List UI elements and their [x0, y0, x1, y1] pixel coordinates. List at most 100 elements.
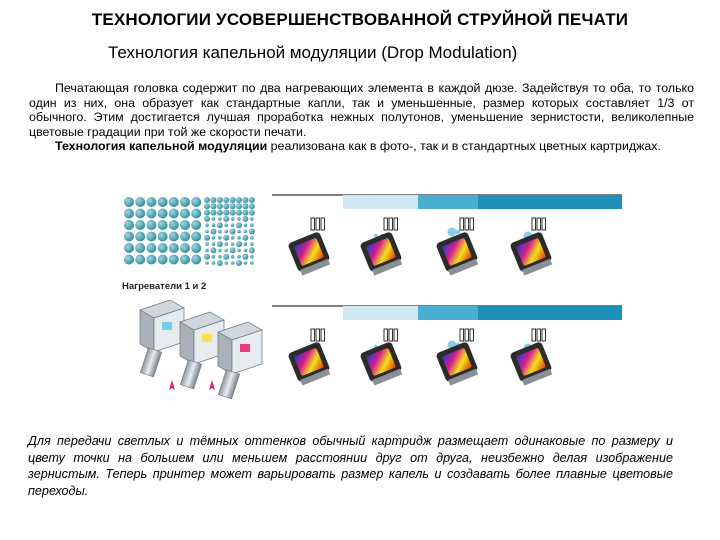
dot — [180, 220, 190, 230]
dot — [211, 242, 216, 246]
dot — [135, 254, 146, 265]
dot — [237, 229, 241, 234]
cartridge — [360, 232, 403, 276]
dot — [242, 215, 249, 222]
nozzle-glyph — [315, 217, 320, 231]
nozzle-glyph — [536, 328, 541, 342]
dot — [218, 229, 222, 234]
dot — [210, 209, 217, 216]
nozzle-glyph — [315, 328, 320, 342]
dot — [243, 242, 248, 246]
dot — [124, 254, 134, 265]
dot — [236, 241, 242, 248]
dot — [223, 209, 230, 216]
dot — [223, 234, 230, 241]
dot — [180, 208, 190, 219]
dot — [180, 243, 190, 253]
dot — [237, 236, 241, 240]
dot — [242, 209, 249, 216]
nozzle-glyph — [383, 328, 388, 342]
nozzle-glyph — [464, 328, 469, 342]
nozzle-glyph — [388, 328, 393, 342]
band-mid — [418, 195, 478, 209]
dot — [210, 228, 217, 235]
arrow-mark — [209, 380, 215, 390]
nozzle-glyph — [541, 328, 546, 342]
dot — [223, 253, 230, 260]
dot — [250, 217, 254, 221]
dot — [210, 203, 217, 210]
dot — [229, 247, 236, 254]
dot — [211, 261, 216, 265]
cartridge-window — [442, 348, 472, 376]
dot — [223, 215, 230, 222]
dot — [146, 231, 157, 242]
dot — [229, 203, 236, 210]
dot — [124, 220, 134, 230]
dot — [146, 197, 157, 207]
nozzle — [217, 321, 263, 400]
nozzle-glyph — [459, 328, 464, 342]
dot — [218, 217, 222, 221]
dot — [191, 208, 202, 219]
dot — [204, 203, 210, 210]
dot — [204, 197, 210, 203]
dot — [216, 241, 223, 248]
dot — [216, 222, 223, 229]
heaters-label: Нагреватели 1 и 2 — [122, 281, 207, 292]
dot — [124, 243, 134, 253]
cartridge-base — [300, 258, 331, 276]
dot — [229, 228, 236, 235]
print-heads — [288, 232, 553, 386]
dot — [248, 247, 255, 254]
body-text: Печатающая головка содержит по два нагре… — [29, 81, 694, 154]
nozzle-pipe — [217, 369, 241, 400]
paragraph-2-rest: реализована как в фото-, так и в стандар… — [267, 139, 661, 153]
dot — [237, 217, 241, 221]
dot — [180, 231, 190, 242]
dot — [250, 236, 254, 240]
dot — [205, 242, 209, 246]
dot — [146, 208, 157, 219]
band-mid — [418, 306, 478, 320]
dot — [135, 243, 146, 253]
dot — [135, 208, 146, 219]
heater-mark — [240, 344, 250, 352]
nozzle-glyph — [464, 217, 469, 231]
band-dark — [478, 306, 622, 320]
dot — [168, 220, 179, 230]
dot — [250, 242, 254, 246]
dot — [218, 236, 222, 240]
nozzle-glyph — [320, 217, 325, 231]
dot — [211, 236, 216, 240]
nozzle-glyph — [459, 217, 464, 231]
cartridge-window — [516, 348, 546, 376]
dot — [236, 197, 242, 203]
dot — [218, 248, 222, 253]
dot — [216, 203, 223, 210]
dot — [204, 215, 210, 222]
dot — [204, 253, 210, 260]
dot — [168, 243, 179, 253]
small-dot-grid — [204, 197, 255, 266]
ink-drop — [455, 229, 461, 235]
dot — [191, 220, 202, 230]
cartridge-window — [442, 238, 472, 266]
dot — [243, 223, 248, 227]
dot — [224, 242, 228, 246]
dot — [157, 197, 168, 207]
dot — [205, 223, 209, 227]
nozzle-glyph — [536, 217, 541, 231]
dot — [250, 261, 254, 265]
dot — [230, 217, 235, 221]
cartridge-base — [300, 368, 331, 386]
nozzle-glyph — [388, 217, 393, 231]
dot — [218, 254, 222, 259]
dot — [242, 203, 249, 210]
dot — [242, 234, 249, 241]
band-light — [343, 306, 418, 320]
dot — [250, 254, 254, 259]
cartridge-window — [366, 238, 396, 266]
dot — [216, 260, 223, 266]
heater-mark — [202, 334, 212, 342]
